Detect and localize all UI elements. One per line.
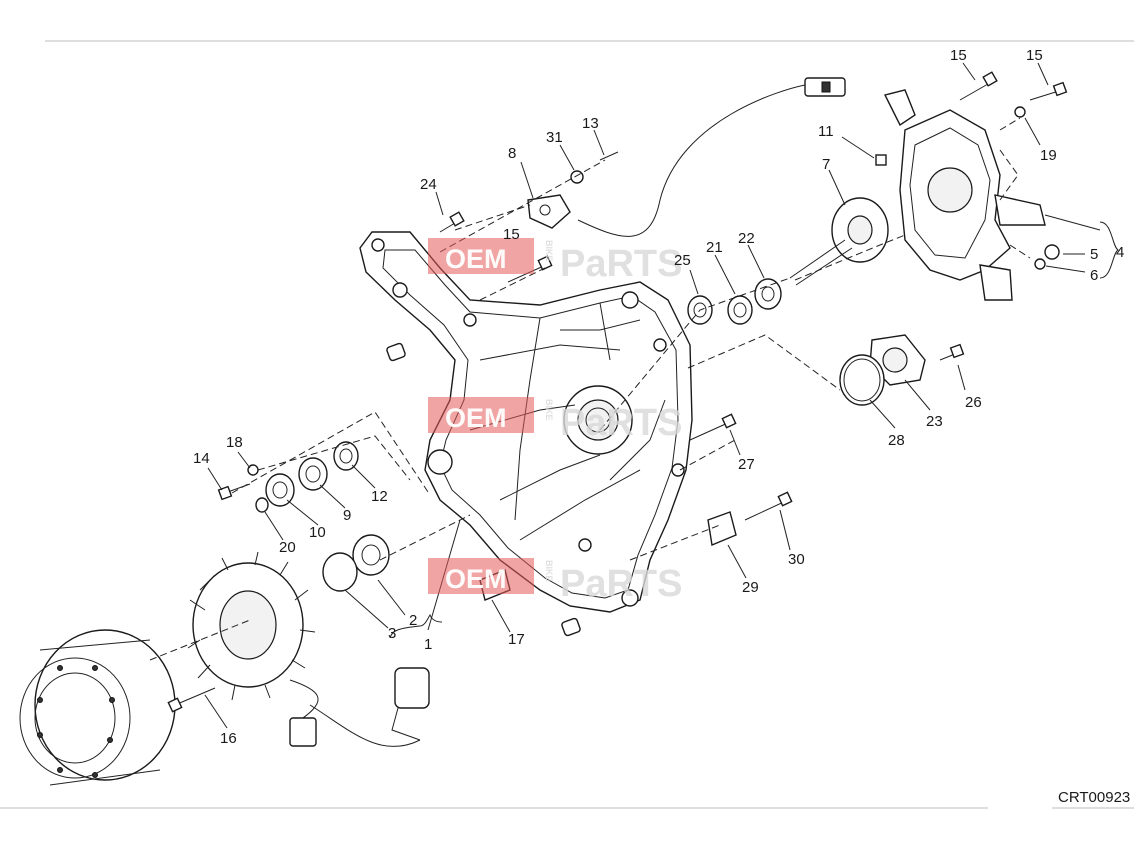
- watermark-word-2: PaRTS: [560, 402, 682, 444]
- part-label-7: 7: [822, 156, 830, 173]
- watermark-word-1: PaRTS: [560, 243, 682, 285]
- part-label-11: 11: [818, 123, 834, 140]
- impeller-shaft: [789, 197, 889, 286]
- watermark-brand-2: OEM: [445, 403, 507, 433]
- part-label-24: 24: [420, 176, 437, 193]
- dowel-pins: [386, 342, 581, 637]
- watermark-brand-3: OEM: [445, 564, 507, 594]
- part-label-29: 29: [742, 579, 759, 596]
- part-label-22: 22: [738, 230, 755, 247]
- part-label-17: 17: [508, 631, 525, 648]
- stator: [187, 551, 430, 747]
- watermark-side-3: BIKE: [544, 560, 554, 582]
- part-label-15-right-a: 15: [950, 47, 967, 64]
- part-label-12: 12: [371, 488, 388, 505]
- part-label-2: 2: [409, 612, 417, 629]
- watermark-brand-1: OEM: [445, 244, 507, 274]
- part-label-4: 4: [1116, 244, 1124, 261]
- part-label-16: 16: [220, 730, 237, 747]
- part-label-15-mid: 15: [503, 226, 520, 243]
- sensor-wire: [577, 77, 846, 237]
- watermark-3: OEM BIKE PaRTS: [428, 558, 682, 605]
- left-bearings: [247, 441, 390, 592]
- water-pump-cover: [883, 89, 1060, 301]
- part-label-30: 30: [788, 551, 805, 568]
- assembly-lines: [149, 117, 1031, 661]
- part-label-19: 19: [1040, 147, 1057, 164]
- part-label-23: 23: [926, 413, 943, 430]
- watermark-1: OEM BIKE PaRTS: [428, 238, 682, 285]
- part-label-3: 3: [388, 625, 396, 642]
- drawing-code: CRT00923: [1058, 789, 1130, 806]
- part-label-20: 20: [279, 539, 296, 556]
- watermark-side-2: BIKE: [544, 399, 554, 421]
- watermark-side-1: BIKE: [544, 240, 554, 262]
- watermark-word-3: PaRTS: [560, 563, 682, 605]
- part-label-8: 8: [508, 145, 516, 162]
- part-label-15-right-b: 15: [1026, 47, 1043, 64]
- part-label-28: 28: [888, 432, 905, 449]
- rotor: [19, 629, 176, 786]
- shaft-seals: [687, 278, 782, 325]
- part-label-13: 13: [582, 115, 599, 132]
- part-label-6: 6: [1090, 267, 1098, 284]
- part-label-18: 18: [226, 434, 243, 451]
- sensor: [527, 194, 571, 229]
- inspection-cover: [839, 334, 926, 406]
- part-label-21: 21: [706, 239, 723, 256]
- part-labels: 8 31 13 24 15 11 7 15 15 19 4 5 6 25 21 …: [193, 47, 1124, 747]
- watermark-2: OEM BIKE PaRTS: [428, 397, 682, 444]
- part-label-31: 31: [546, 129, 563, 146]
- part-label-1: 1: [424, 636, 432, 653]
- part-label-14: 14: [193, 450, 210, 467]
- part-label-10: 10: [309, 524, 326, 541]
- part-label-9: 9: [343, 507, 351, 524]
- part-label-26: 26: [965, 394, 982, 411]
- part-label-25: 25: [674, 252, 691, 269]
- part-label-5: 5: [1090, 246, 1098, 263]
- part-label-27: 27: [738, 456, 755, 473]
